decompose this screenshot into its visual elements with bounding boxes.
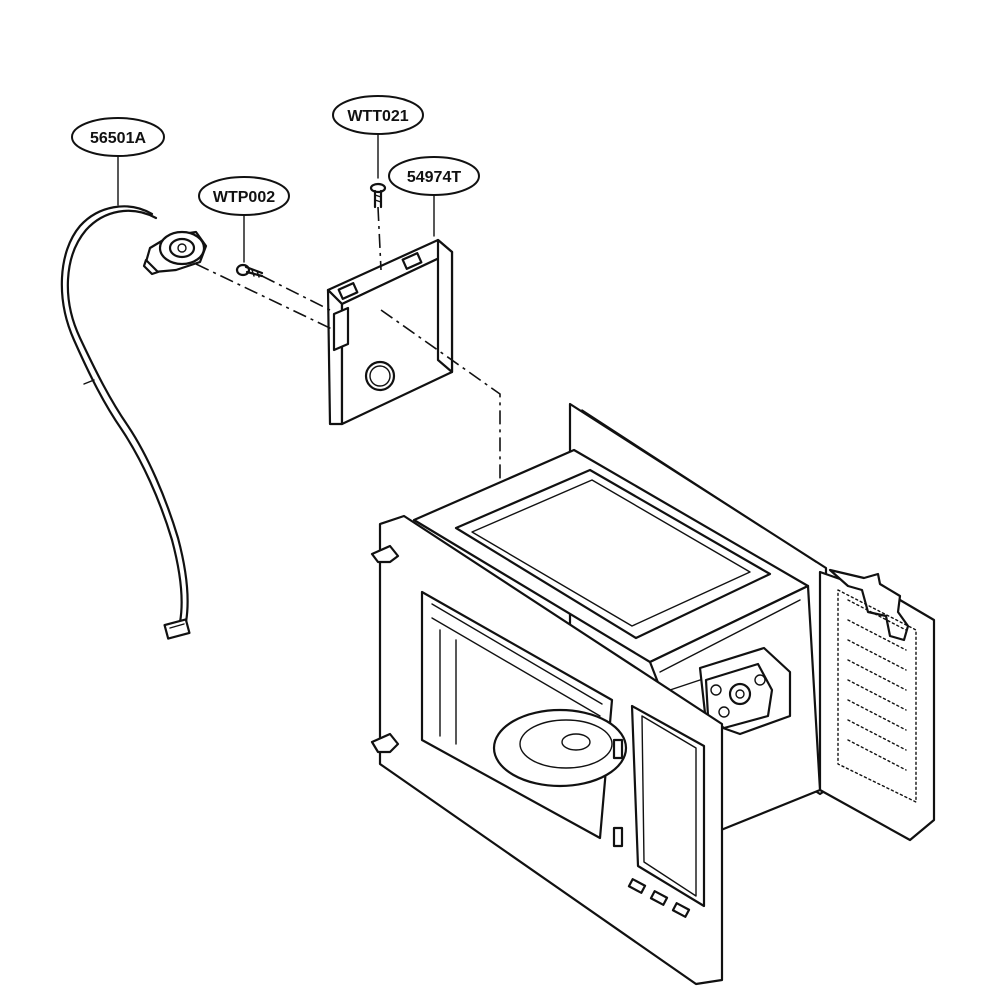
microwave-cavity-assembly[interactable] — [370, 402, 936, 986]
callout-WTP002[interactable]: WTP002 — [198, 176, 290, 263]
callout-54974T[interactable]: 54974T — [388, 156, 480, 237]
callout-56501A[interactable]: 56501A — [71, 117, 165, 206]
callout-WTT021-text: WTT021 — [347, 108, 408, 125]
callout-56501A-text: 56501A — [90, 130, 146, 147]
thermal-sensor-part[interactable] — [60, 205, 208, 640]
callout-WTP002-text: WTP002 — [213, 189, 275, 206]
assembly-lines — [195, 206, 501, 490]
screw-wtt021-part[interactable] — [369, 182, 387, 209]
callout-54974T-text: 54974T — [407, 169, 461, 186]
screw-wtp002-part[interactable] — [235, 263, 264, 278]
sensor-bracket-part[interactable] — [326, 238, 454, 426]
callout-WTT021[interactable]: WTT021 — [332, 95, 424, 179]
